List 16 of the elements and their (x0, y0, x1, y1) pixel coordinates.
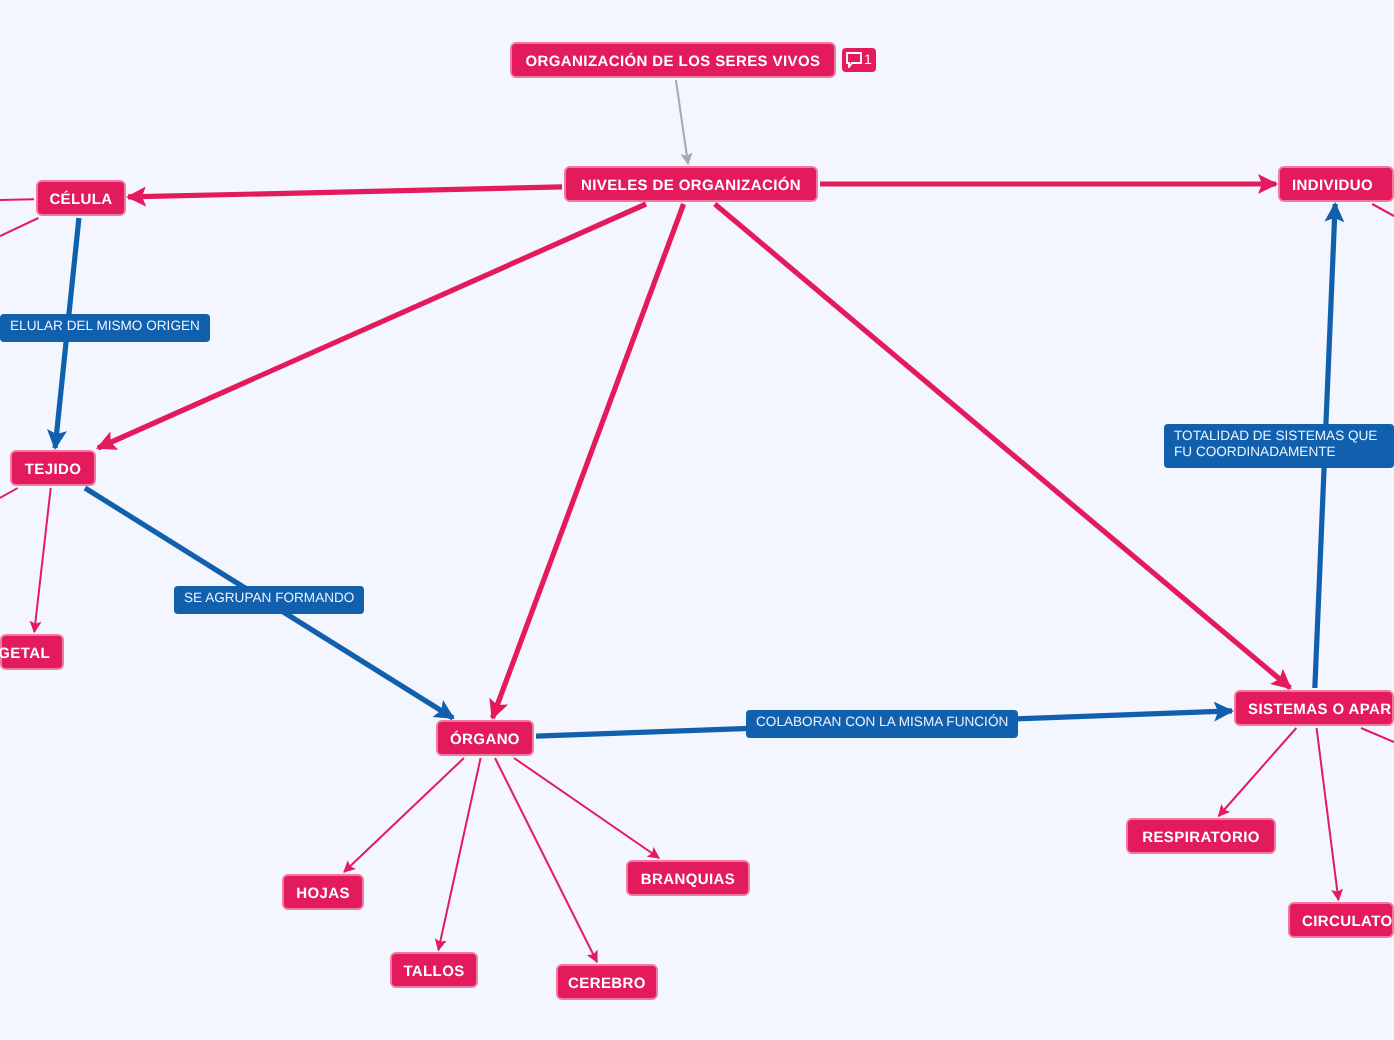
arrow (1315, 727, 1344, 902)
arrow (96, 201, 648, 451)
arrow (1217, 727, 1298, 817)
arrow (126, 184, 563, 207)
arrow (29, 487, 52, 634)
arrow (434, 757, 482, 952)
arrow (83, 485, 455, 721)
arrow (674, 79, 693, 166)
arrow (820, 174, 1278, 194)
arrow (494, 757, 598, 964)
arrow (1312, 202, 1345, 689)
arrow (713, 202, 1292, 690)
arrow (513, 757, 660, 859)
arrow (47, 217, 82, 450)
arrow (343, 757, 465, 873)
arrow (489, 203, 686, 720)
